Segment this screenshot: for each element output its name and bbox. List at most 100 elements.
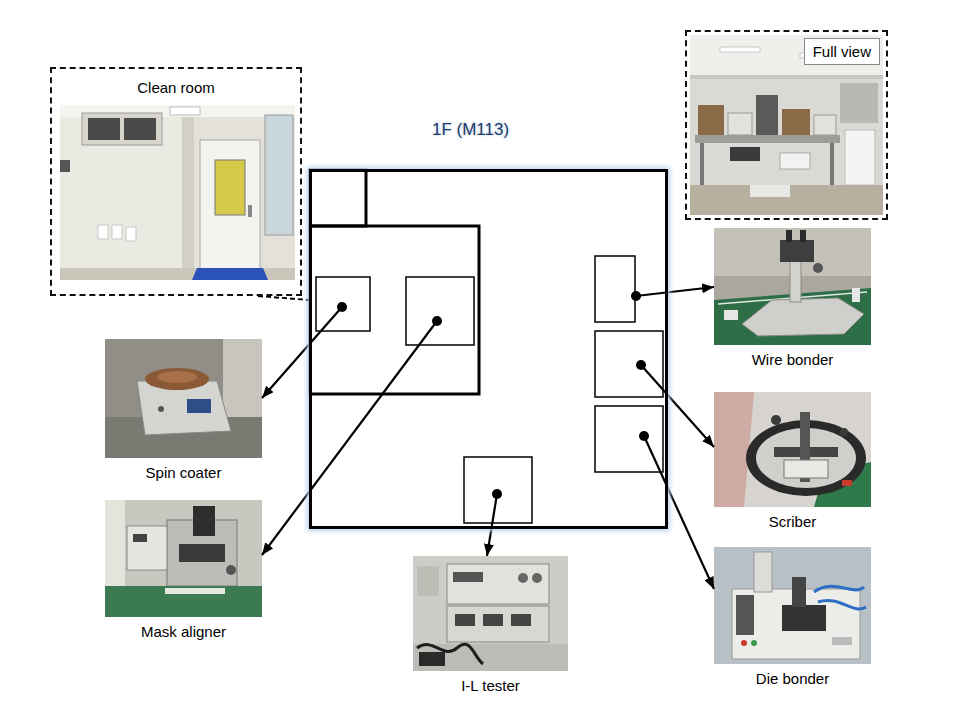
mask-aligner-photo-part bbox=[133, 534, 147, 542]
clean-room-photo-part bbox=[182, 117, 194, 280]
lab-full-view-photo-part bbox=[845, 130, 875, 185]
scriber-photo-part bbox=[842, 480, 852, 486]
lab-full-view-photo-part bbox=[698, 105, 724, 135]
mask-aligner-photo-part bbox=[127, 526, 169, 570]
die-bonder-photo-part bbox=[751, 640, 757, 646]
scriber-photo-part bbox=[771, 415, 781, 425]
location-dot bbox=[631, 291, 641, 301]
pointer-arrow bbox=[641, 365, 714, 447]
equipment-footprint-part bbox=[595, 406, 663, 472]
lab-full-view-photo-part bbox=[690, 185, 883, 215]
il-tester-photo-part bbox=[417, 566, 439, 596]
mask-aligner-photo-part bbox=[165, 588, 225, 594]
photo-badge: Full view bbox=[804, 38, 880, 65]
clean-room-photo-part bbox=[126, 227, 136, 241]
wire-bonder-photo-part bbox=[786, 230, 792, 242]
clean-room-photo-part bbox=[265, 115, 293, 235]
equipment-caption: I-L tester bbox=[413, 677, 568, 694]
equipment-footprint bbox=[316, 256, 663, 523]
il-tester-photo bbox=[413, 556, 568, 671]
die-bonder-photo-part bbox=[814, 586, 864, 592]
wire-bonder-photo-part bbox=[714, 228, 871, 345]
scriber-photo-part bbox=[784, 460, 828, 478]
equipment-caption: Scriber bbox=[714, 513, 871, 530]
die-bonder-photo-part bbox=[754, 552, 772, 592]
die-bonder-photo-part bbox=[782, 605, 826, 631]
il-tester-photo-part bbox=[532, 573, 542, 583]
clean-room-photo-part bbox=[215, 160, 245, 215]
scriber-photo bbox=[714, 392, 871, 507]
lab-full-view-photo-part bbox=[756, 95, 778, 135]
il-tester-photo-part bbox=[447, 606, 549, 642]
pointer-arrow bbox=[262, 321, 437, 555]
equipment-photo: I-L tester bbox=[413, 556, 568, 694]
clean-room-photo-part bbox=[60, 268, 295, 280]
floor-plan-walls-part bbox=[310, 226, 479, 394]
spin-coater-photo-part bbox=[145, 368, 209, 390]
mask-aligner-photo-part bbox=[226, 565, 236, 575]
equipment-photo: Wire bonder bbox=[714, 228, 871, 368]
lab-full-view-photo-part bbox=[814, 115, 836, 135]
room-title: 1F (M113) bbox=[294, 120, 647, 140]
il-tester-photo-part bbox=[511, 614, 531, 626]
location-dot bbox=[639, 431, 649, 441]
floor-plan-walls-part bbox=[310, 170, 366, 226]
location-dot bbox=[636, 360, 646, 370]
il-tester-photo-part bbox=[447, 564, 549, 604]
equipment-photo: Die bonder bbox=[714, 547, 871, 687]
lab-full-view-photo-part bbox=[700, 143, 704, 188]
wire-bonder-photo-part bbox=[813, 263, 823, 273]
equipment-caption: Wire bonder bbox=[714, 351, 871, 368]
lab-full-view-photo-part bbox=[690, 75, 883, 79]
lab-full-view-photo-part bbox=[720, 47, 760, 52]
die-bonder-photo bbox=[714, 547, 871, 664]
wire-bonder-photo-part bbox=[800, 230, 806, 242]
lab-full-view-photo-part bbox=[782, 109, 810, 135]
die-bonder-photo-part bbox=[818, 600, 866, 608]
equipment-caption: Spin coater bbox=[105, 464, 262, 481]
pointer-arrow bbox=[487, 494, 497, 556]
callout-leader bbox=[258, 296, 309, 300]
equipment-footprint-part bbox=[464, 457, 532, 523]
spin-coater-photo-part bbox=[187, 399, 211, 413]
clean-room-photo-part bbox=[112, 225, 122, 239]
scriber-photo-part bbox=[714, 392, 871, 507]
lab-full-view-photo bbox=[690, 35, 883, 215]
die-bonder-photo-part bbox=[832, 637, 852, 645]
lab-full-view-photo-part bbox=[750, 185, 790, 197]
die-bonder-photo-part bbox=[792, 577, 806, 607]
die-bonder-photo-part bbox=[736, 595, 754, 635]
wire-bonder-photo-part bbox=[780, 240, 814, 262]
equipment-footprint-part bbox=[316, 277, 370, 331]
lab-full-view-photo-part bbox=[780, 153, 810, 169]
equipment-footprint-part bbox=[595, 256, 635, 322]
location-dot bbox=[492, 489, 502, 499]
mask-aligner-photo-part bbox=[105, 500, 125, 590]
equipment-footprint-part bbox=[406, 277, 474, 345]
il-tester-photo-part bbox=[413, 556, 568, 671]
location-dot bbox=[432, 316, 442, 326]
pointer-arrow bbox=[636, 287, 714, 296]
wire-bonder-photo-part bbox=[724, 310, 738, 320]
floor-plan-room: 1F (M113) bbox=[309, 169, 668, 529]
pointer-arrow bbox=[262, 307, 342, 398]
lab-full-view-photo-part bbox=[728, 113, 752, 135]
clean-room-callout: Clean room bbox=[50, 67, 302, 296]
clean-room-photo-part bbox=[248, 205, 252, 217]
equipment-photo: Mask aligner bbox=[105, 500, 262, 640]
equipment-footprint-part bbox=[595, 331, 663, 397]
floor-plan-walls bbox=[310, 170, 479, 394]
lab-full-view-photo-part bbox=[840, 83, 878, 123]
il-tester-photo-part bbox=[413, 644, 568, 671]
spin-coater-photo-part bbox=[105, 339, 262, 458]
il-tester-photo-part bbox=[483, 614, 503, 626]
equipment-caption: Die bonder bbox=[714, 670, 871, 687]
die-bonder-photo-part bbox=[741, 640, 747, 646]
mask-aligner-photo-part bbox=[193, 506, 215, 536]
lab-full-view-photo-part bbox=[690, 35, 883, 75]
spin-coater-photo-part bbox=[157, 371, 197, 383]
full-view-callout: Full view bbox=[685, 30, 888, 220]
clean-room-photo-part bbox=[192, 268, 268, 280]
wire-bonder-photo bbox=[714, 228, 871, 345]
clean-room-photo-part bbox=[124, 118, 156, 140]
